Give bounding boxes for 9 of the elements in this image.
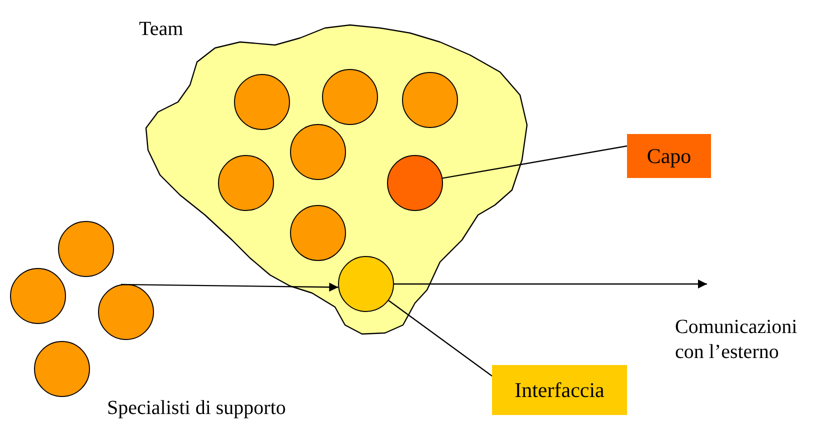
arrow <box>121 282 338 292</box>
caption-text: Comunicazioni con l’esterno <box>675 315 798 365</box>
caption-text: Specialisti di supporto <box>107 396 286 421</box>
leader-line <box>388 300 492 376</box>
arrow <box>394 280 707 288</box>
team-heading: Team <box>139 17 184 42</box>
leader-line <box>442 145 628 179</box>
role-label-box: Capo <box>627 134 711 178</box>
role-label-box: Interfaccia <box>492 365 627 415</box>
